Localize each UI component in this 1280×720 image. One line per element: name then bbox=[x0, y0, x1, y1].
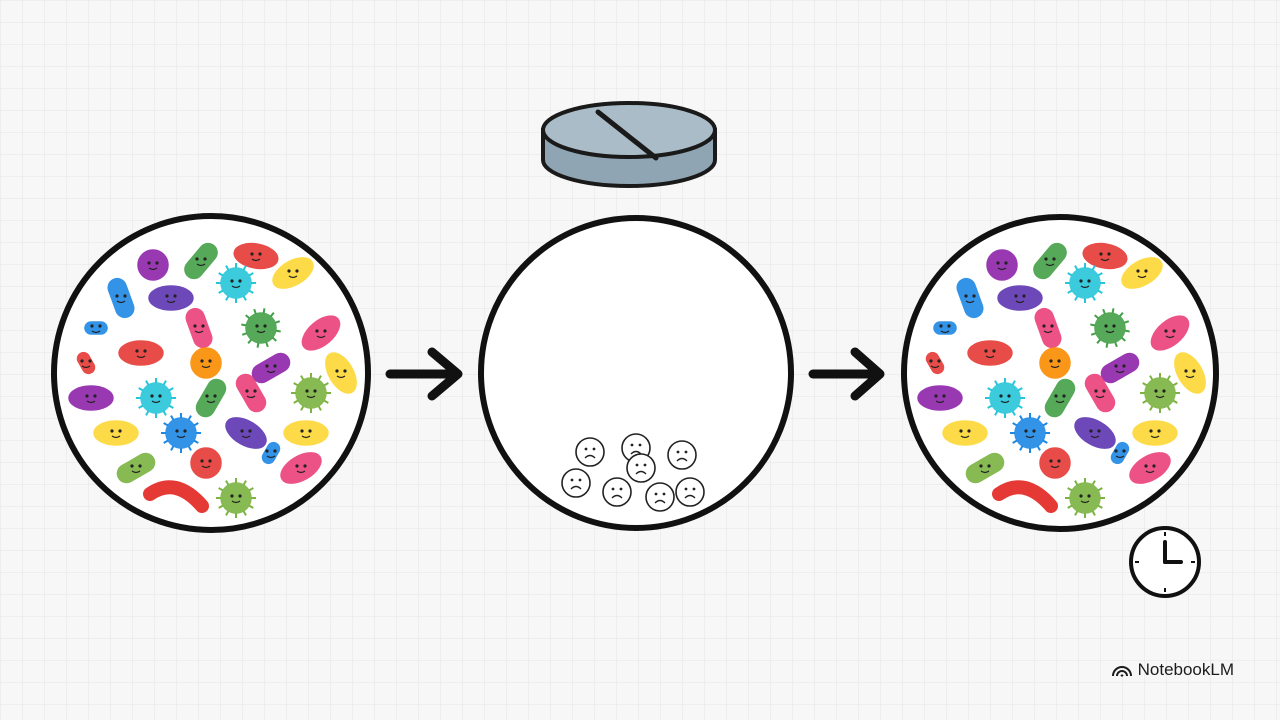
bacterium bbox=[148, 285, 194, 311]
arrow-right-icon bbox=[808, 347, 885, 401]
pill-icon bbox=[541, 101, 717, 188]
bacterium bbox=[325, 352, 357, 394]
bacterium bbox=[956, 277, 984, 319]
bacterium bbox=[1129, 452, 1171, 484]
notebooklm-logo-icon bbox=[1111, 666, 1132, 677]
bacterium bbox=[992, 480, 1058, 513]
bacterium bbox=[216, 263, 256, 303]
bacterium bbox=[68, 385, 114, 411]
sad-bacterium bbox=[645, 482, 675, 512]
bacterium bbox=[1033, 242, 1067, 280]
bacterium bbox=[161, 413, 201, 453]
bacterium bbox=[1044, 378, 1076, 418]
bacterium bbox=[84, 321, 108, 335]
bacterium bbox=[1140, 373, 1180, 413]
bacterium bbox=[143, 480, 209, 513]
bacterium bbox=[261, 441, 281, 465]
bacterium bbox=[1010, 413, 1050, 453]
bacterium bbox=[280, 452, 322, 484]
bacteria-group-before bbox=[68, 242, 357, 518]
bacterium bbox=[1084, 373, 1116, 413]
bacterium bbox=[93, 420, 139, 446]
bacterium bbox=[942, 420, 988, 446]
sad-bacterium bbox=[602, 477, 632, 507]
bacterium bbox=[190, 447, 222, 479]
bacterium bbox=[241, 308, 281, 348]
bacterium bbox=[925, 351, 945, 375]
bacterium bbox=[216, 478, 256, 518]
bacterium bbox=[185, 307, 213, 349]
bacterium bbox=[967, 340, 1013, 366]
bacterium bbox=[1039, 447, 1071, 479]
bacterium bbox=[118, 340, 164, 366]
bacterium bbox=[1034, 307, 1062, 349]
sad-bacterium bbox=[667, 440, 697, 470]
bacterium bbox=[1082, 242, 1128, 270]
bacterium bbox=[116, 452, 156, 484]
bacterium bbox=[965, 452, 1005, 484]
bacterium bbox=[251, 352, 291, 384]
bacterium bbox=[1039, 347, 1071, 379]
bacterium bbox=[195, 378, 227, 418]
sad-bacterium bbox=[675, 477, 705, 507]
bacterium bbox=[283, 420, 329, 446]
bacterium bbox=[235, 373, 267, 413]
brand-name: NotebookLM bbox=[1137, 660, 1234, 679]
clock-icon bbox=[1129, 526, 1201, 598]
bacterium bbox=[1065, 478, 1105, 518]
bacterium bbox=[985, 378, 1025, 418]
bacterium bbox=[190, 347, 222, 379]
bacterium bbox=[301, 315, 341, 351]
bacterium bbox=[291, 373, 331, 413]
bacterium bbox=[1074, 417, 1116, 449]
sad-bacterium bbox=[626, 453, 656, 483]
bacterium bbox=[1110, 441, 1130, 465]
bacterium bbox=[136, 378, 176, 418]
bacterium bbox=[233, 242, 279, 270]
sad-bacteria-group bbox=[561, 433, 705, 512]
bacterium bbox=[1065, 263, 1105, 303]
bacteria-group-recovered bbox=[917, 242, 1206, 518]
sad-bacterium bbox=[561, 468, 591, 498]
bacterium bbox=[184, 242, 218, 280]
bacterium bbox=[1174, 352, 1206, 394]
bacterium bbox=[76, 351, 96, 375]
bacterium bbox=[272, 257, 314, 289]
bacterium bbox=[1132, 420, 1178, 446]
bacterium bbox=[986, 249, 1018, 281]
panel-after-antibiotic bbox=[478, 215, 794, 531]
bacterium bbox=[1090, 308, 1130, 348]
bacterium bbox=[107, 277, 135, 319]
bacterium bbox=[225, 417, 267, 449]
bacterium bbox=[1121, 257, 1163, 289]
arrow-right-icon bbox=[385, 347, 463, 401]
brand-logo: NotebookLM bbox=[1111, 660, 1234, 680]
bacterium bbox=[1100, 352, 1140, 384]
bacterium bbox=[933, 321, 957, 335]
sad-bacterium bbox=[575, 437, 605, 467]
bacterium bbox=[997, 285, 1043, 311]
bacterium bbox=[917, 385, 963, 411]
bacterium bbox=[137, 249, 169, 281]
bacterium bbox=[1150, 315, 1190, 351]
